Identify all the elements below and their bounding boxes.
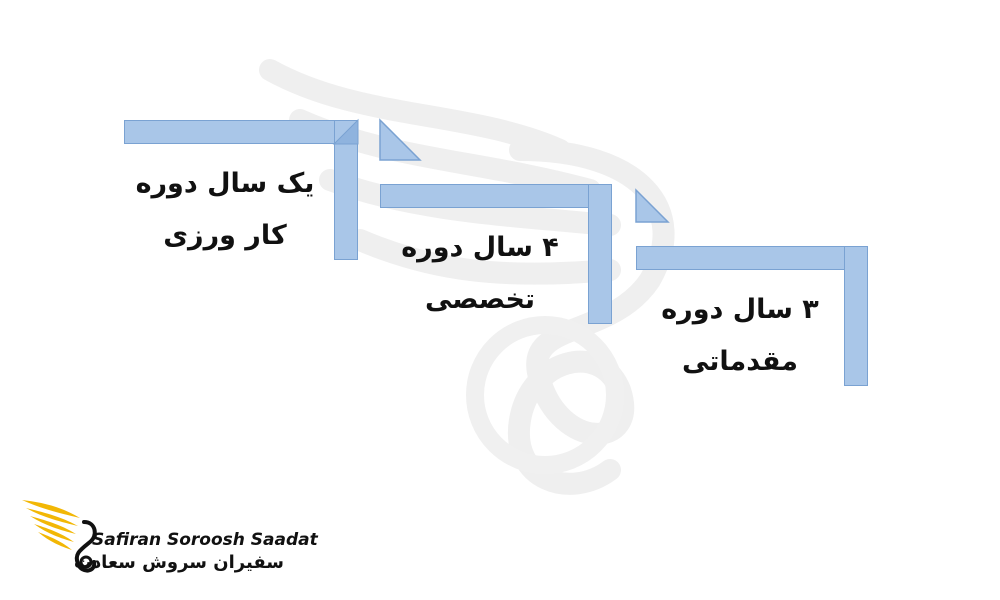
logo-latin-text: Safiran Soroosh Saadat [92, 530, 318, 550]
step-1-line-2: کار ورزی [163, 220, 287, 251]
step-3-side-bar [844, 246, 868, 386]
step-2-top-bar [380, 184, 612, 208]
step-2-line-1: ۴ سال دوره [401, 232, 559, 263]
step-2-label: ۴ سال دوره تخصصی [380, 222, 580, 326]
company-logo: Safiran Soroosh Saadat سفیران سروش سعادت [20, 492, 318, 582]
step-3-top-bar [636, 246, 868, 270]
step-2-side-bar [588, 184, 612, 324]
step-3-line-1: ۳ سال دوره [661, 294, 819, 325]
step-3-line-2: مقدماتی [681, 346, 799, 377]
logo-persian-text: سفیران سروش سعادت [73, 552, 284, 573]
step-1-top-bar [124, 120, 358, 144]
step-1-line-1: یک سال دوره [135, 168, 315, 199]
golden-wing-icon [22, 500, 97, 573]
step-1-label: یک سال دوره کار ورزی [120, 158, 330, 262]
step-2-line-2: تخصصی [424, 284, 536, 315]
step-3-label: ۳ سال دوره مقدماتی [640, 284, 840, 388]
